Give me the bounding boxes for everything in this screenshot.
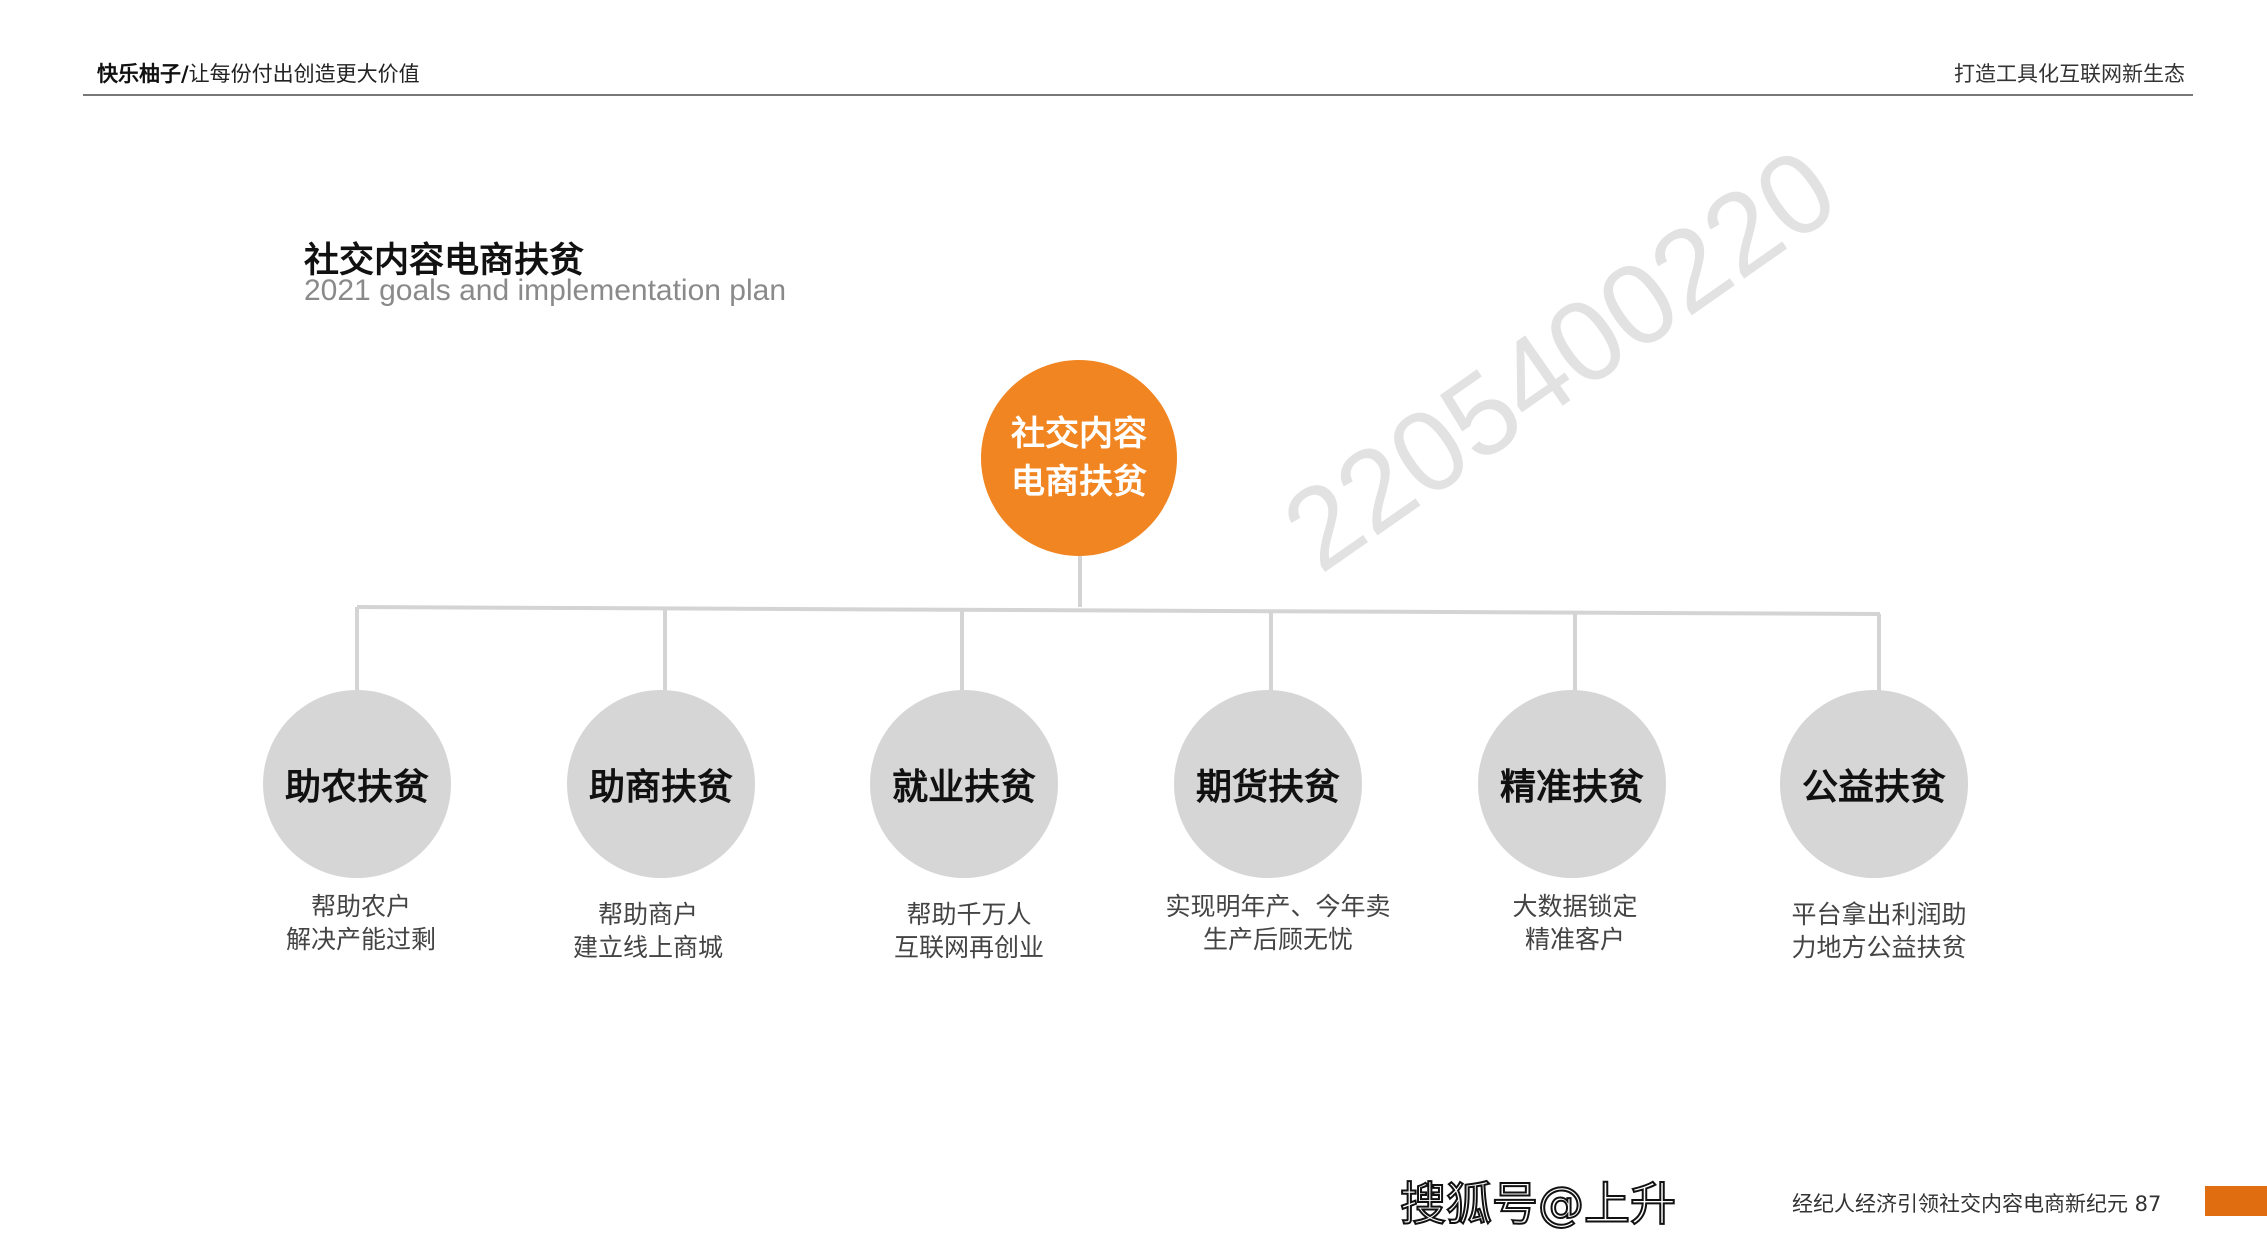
node-circle: 就业扶贫	[870, 690, 1058, 878]
node-label: 公益扶贫	[1801, 767, 1946, 808]
desc-line: 帮助农户	[310, 892, 411, 921]
footer-accent-bar	[2205, 1186, 2267, 1216]
desc-line: 帮助商户	[597, 900, 698, 929]
page-title: 社交内容电商扶贫	[304, 241, 585, 281]
desc-line: 生产后顾无忧	[1202, 925, 1353, 954]
desc-line: 平台拿出利润助	[1791, 900, 1967, 929]
connector-bar	[356, 605, 1881, 616]
sohu-watermark: 搜狐号@上升	[1399, 1176, 1677, 1232]
node-circle: 期货扶贫	[1174, 690, 1362, 878]
center-line1: 社交内容	[1011, 414, 1147, 454]
header-divider	[83, 94, 2193, 96]
node-circle: 精准扶贫	[1478, 690, 1666, 878]
desc-line: 解决产能过剩	[285, 925, 436, 954]
desc-line: 精准客户	[1524, 925, 1625, 954]
node-label: 期货扶贫	[1195, 767, 1340, 808]
node-description: 帮助千万人互联网再创业	[829, 898, 1109, 964]
node-circle: 公益扶贫	[1780, 690, 1968, 878]
desc-line: 力地方公益扶贫	[1791, 933, 1967, 962]
center-topic-circle: 社交内容 电商扶贫	[981, 360, 1177, 556]
footer-text: 经纪人经济引领社交内容电商新纪元 87	[1792, 1192, 2162, 1216]
desc-line: 互联网再创业	[893, 933, 1044, 962]
desc-line: 大数据锁定	[1512, 892, 1638, 921]
page-subtitle: 2021 goals and implementation plan	[304, 274, 787, 307]
node-label: 助农扶贫	[284, 767, 429, 808]
desc-line: 帮助千万人	[906, 900, 1032, 929]
node-circle: 助农扶贫	[263, 690, 451, 878]
center-line2: 电商扶贫	[1011, 462, 1147, 502]
node-label: 就业扶贫	[891, 767, 1036, 808]
brand-name: 快乐柚子/	[97, 62, 189, 86]
node-description: 帮助商户建立线上商城	[508, 898, 788, 964]
node-description: 大数据锁定精准客户	[1435, 890, 1715, 956]
desc-line: 实现明年产、今年卖	[1165, 892, 1391, 921]
node-circle: 助商扶贫	[567, 690, 755, 878]
node-description: 实现明年产、今年卖生产后顾无忧	[1138, 890, 1418, 956]
desc-line: 建立线上商城	[572, 933, 723, 962]
slogan-text: 让每份付出创造更大价值	[188, 62, 420, 86]
node-label: 助商扶贫	[588, 767, 733, 808]
node-description: 平台拿出利润助力地方公益扶贫	[1739, 898, 2019, 964]
header-slogan: 快乐柚子/让每份付出创造更大价值	[97, 58, 420, 88]
node-label: 精准扶贫	[1499, 767, 1644, 808]
header-right-text: 打造工具化互联网新生态	[1954, 62, 2185, 86]
node-description: 帮助农户解决产能过剩	[221, 890, 501, 956]
